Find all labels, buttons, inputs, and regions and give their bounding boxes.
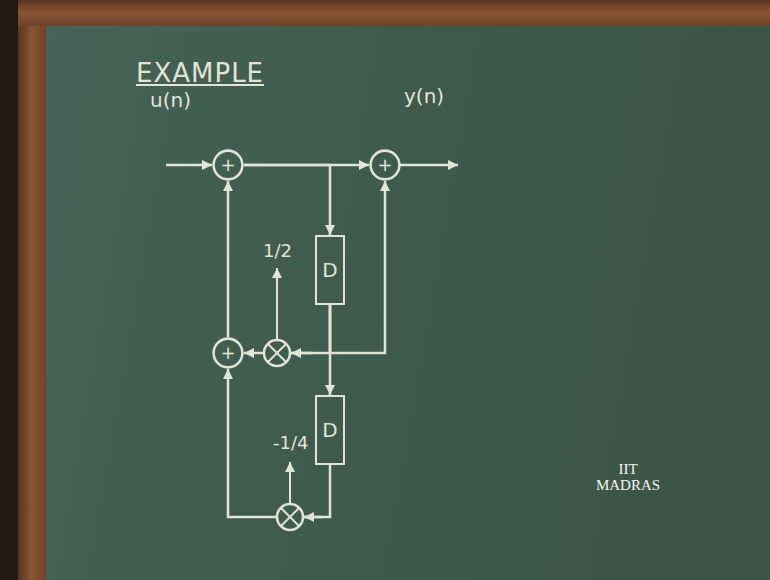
- adder-node: +: [212, 149, 244, 181]
- gain-coefficient: 1/2: [263, 240, 292, 262]
- delay-label: D: [322, 260, 337, 280]
- adder-sign: +: [220, 344, 235, 362]
- coefficient-pointer: [289, 462, 291, 503]
- adder-sign: +: [377, 156, 392, 174]
- delay-box: D: [315, 395, 345, 465]
- wooden-frame: [18, 0, 46, 580]
- signal-path: [244, 165, 330, 235]
- gain-coefficient: -1/4: [273, 432, 308, 454]
- delay-label: D: [322, 420, 337, 440]
- adder-node: +: [212, 337, 244, 369]
- watermark: IIT MADRAS: [590, 462, 666, 494]
- wooden-frame: [18, 0, 770, 26]
- coefficient-pointer: [276, 268, 278, 339]
- signal-path: [330, 181, 385, 353]
- signal-name: y(n): [404, 84, 444, 108]
- adder-sign: +: [220, 156, 235, 174]
- signal-path: [227, 181, 230, 337]
- signal-path: [329, 305, 332, 395]
- board-title: EXAMPLE: [136, 58, 264, 89]
- output-wire: [400, 164, 458, 167]
- signal-name: u(n): [150, 88, 191, 112]
- input-wire: [166, 164, 212, 167]
- multiplier-symbol: [264, 340, 312, 366]
- multiplier-symbol: [277, 504, 322, 530]
- chalkboard-edge: [0, 0, 18, 580]
- adder-node: +: [369, 149, 401, 181]
- delay-box: D: [315, 235, 345, 305]
